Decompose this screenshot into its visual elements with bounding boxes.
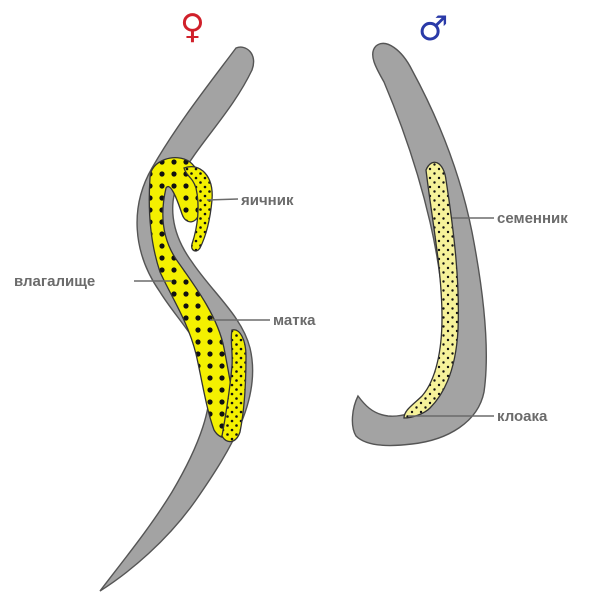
ovary-leader <box>207 199 238 200</box>
female-symbol: ♀ <box>180 7 205 47</box>
cloaca-label: клоака <box>497 408 548 425</box>
vagina-label: влагалище <box>14 273 95 290</box>
testis-label: семенник <box>497 210 568 227</box>
female-body <box>100 47 254 591</box>
male-body <box>352 43 486 445</box>
male-symbol: ♂ <box>418 9 448 49</box>
uterus-label: матка <box>273 312 316 329</box>
ovary-label: яичник <box>241 192 294 209</box>
